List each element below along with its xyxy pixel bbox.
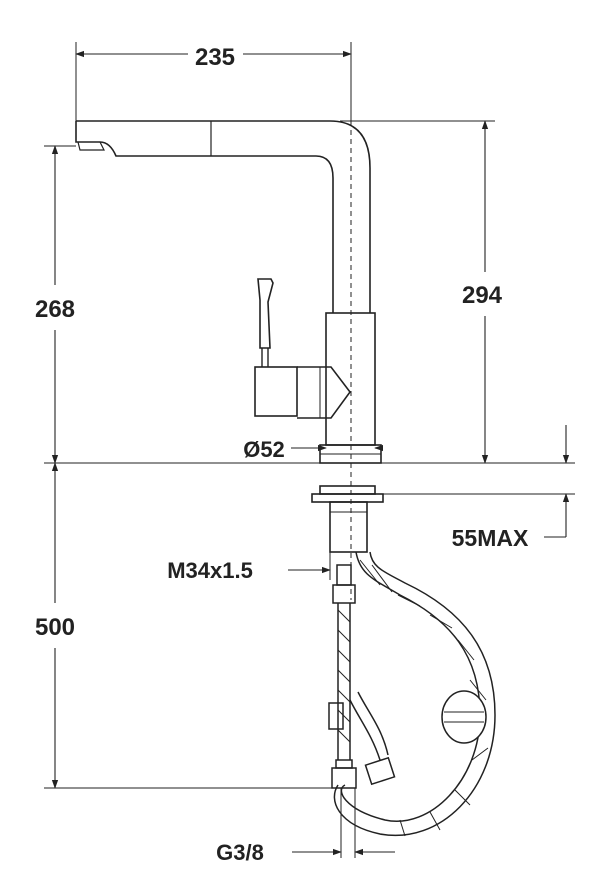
dim-label-235: 235	[195, 44, 235, 71]
deck-washer	[311, 493, 384, 503]
spout	[75, 120, 371, 313]
dim-label-294: 294	[462, 282, 503, 309]
extension-lines	[44, 42, 575, 858]
nut-right	[364, 756, 396, 786]
dim-label-g38: G3/8	[216, 840, 264, 865]
faucet-outline	[75, 120, 384, 553]
handle-block	[254, 366, 298, 417]
dim-label-thread: M34x1.5	[167, 558, 253, 583]
hose-weight	[441, 690, 487, 744]
dim-label-55max: 55MAX	[452, 525, 529, 551]
dim-label-diameter: Ø52	[243, 437, 285, 462]
handle-lever	[257, 278, 274, 349]
threaded-shank	[329, 501, 368, 553]
dim-label-500: 500	[35, 614, 75, 641]
dim-label-268: 268	[35, 296, 75, 323]
dimension-lines	[51, 50, 570, 856]
hoses	[328, 551, 496, 837]
